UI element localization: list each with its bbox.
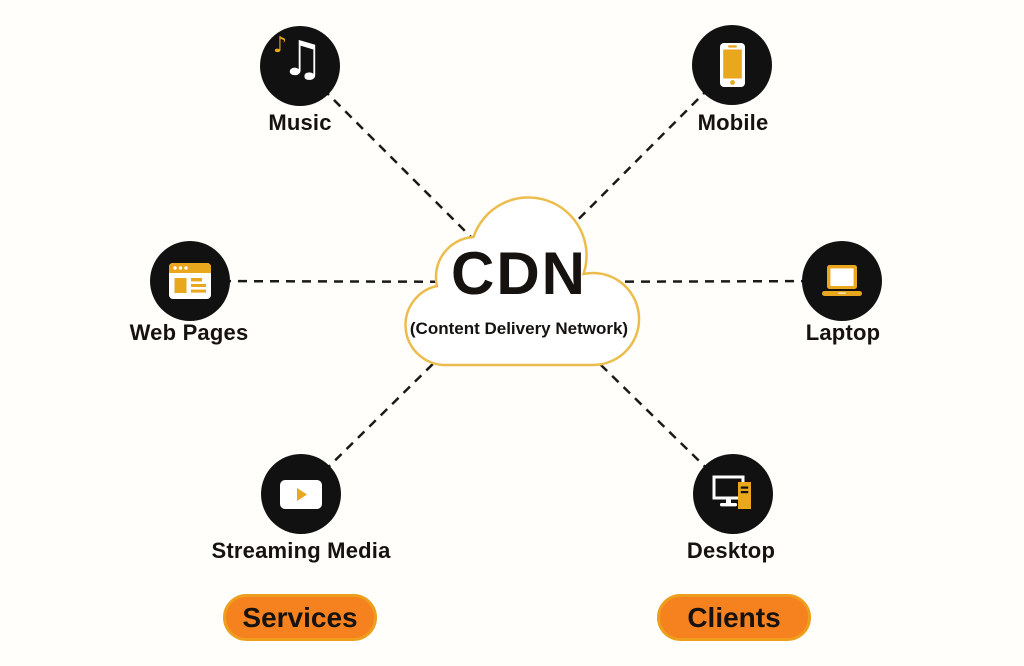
music-notes-icon: ♪ ♫	[273, 31, 325, 87]
service-node-streaming	[261, 454, 341, 534]
clients-group-badge: Clients	[657, 594, 811, 641]
video-player-icon	[280, 480, 322, 509]
client-node-laptop	[802, 241, 882, 321]
cloud-outline-icon	[404, 196, 641, 367]
service-label-streaming: Streaming Media	[211, 538, 391, 563]
service-node-webpages	[150, 241, 230, 321]
connector-streaming-cdn	[300, 281, 517, 495]
client-label-laptop: Laptop	[805, 320, 881, 345]
client-label-mobile: Mobile	[697, 110, 769, 135]
service-node-music: ♪ ♫	[260, 26, 340, 106]
client-node-mobile	[692, 25, 772, 105]
service-label-webpages: Web Pages	[129, 320, 249, 345]
connector-laptop-cdn	[515, 279, 843, 284]
services-group-badge: Services	[223, 594, 377, 641]
cdn-title: CDN	[451, 240, 587, 307]
smartphone-icon	[720, 43, 745, 87]
laptop-icon	[822, 265, 862, 296]
connector-mobile-cdn	[515, 64, 733, 283]
connector-music-cdn	[299, 65, 517, 283]
cdn-subtitle: (Content Delivery Network)	[409, 319, 629, 338]
client-label-desktop: Desktop	[686, 538, 776, 563]
browser-window-icon	[169, 263, 211, 299]
connector-desktop-cdn	[515, 281, 734, 495]
service-label-music: Music	[268, 110, 332, 135]
desktop-computer-icon	[712, 475, 751, 509]
client-node-desktop	[693, 454, 773, 534]
cdn-cloud	[396, 193, 642, 369]
connector-webpages-cdn	[189, 279, 517, 284]
